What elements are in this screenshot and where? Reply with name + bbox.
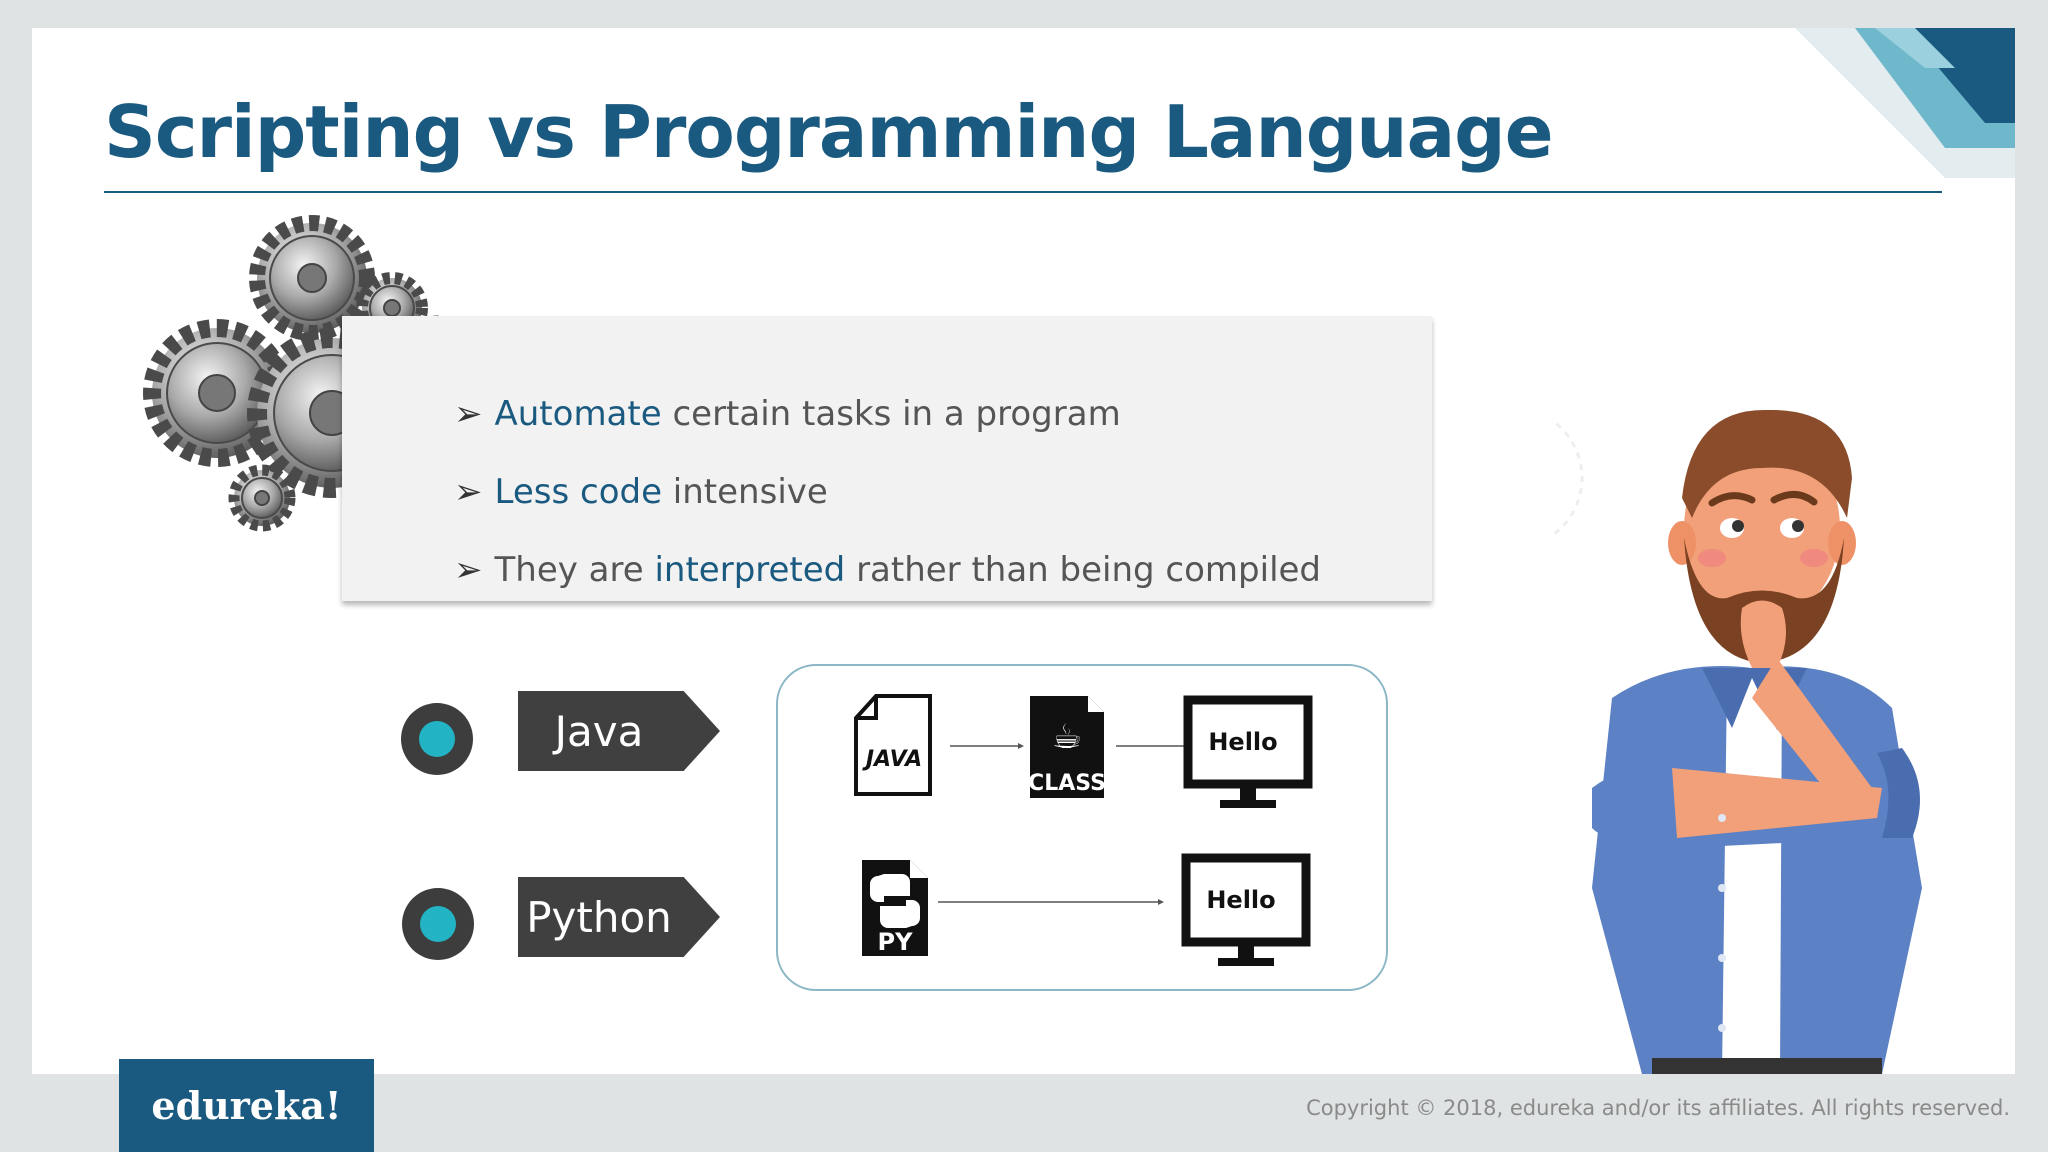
corner-decoration [1795,28,2015,178]
arrow-bullet-icon: ➢ [454,472,483,512]
page-title: Scripting vs Programming Language [104,90,1554,174]
svg-text:JAVA: JAVA [862,747,922,772]
bullet-automate: ➢Automate certain tasks in a program [454,394,1121,434]
java-bullet-dot [401,703,473,775]
java-file-icon: JAVA [854,694,932,796]
copyright-text: Copyright © 2018, edureka and/or its aff… [1306,1096,2010,1120]
bullet-less-code: ➢Less code intensive [454,472,828,512]
svg-text:☕: ☕ [1052,717,1082,757]
title-underline [104,191,1942,193]
python-label-tag: Python [518,877,720,957]
python-bullet-dot [402,888,474,960]
svg-text:Hello: Hello [1208,728,1277,756]
svg-text:Hello: Hello [1206,886,1275,914]
thinking-man-illustration [1552,409,1922,1074]
java-label-tag: Java [518,691,720,771]
svg-text:CLASS: CLASS [1028,771,1106,796]
monitor-icon: Hello [1183,695,1313,808]
execution-flow-box: JAVA ☕ CLASS Hello [776,664,1388,991]
arrow-bullet-icon: ➢ [454,550,483,590]
python-file-icon: PY [862,860,928,956]
svg-text:PY: PY [878,928,914,956]
bullet-interpreted: ➢They are interpreted rather than being … [454,550,1322,590]
slide: Scripting vs Programming Language [32,28,2015,1074]
definition-box: ➢Automate certain tasks in a program ➢Le… [342,316,1432,601]
edureka-logo: edureka! [119,1059,374,1152]
class-file-icon: ☕ CLASS [1028,696,1106,798]
monitor-icon: Hello [1181,853,1311,966]
arrow-bullet-icon: ➢ [454,394,483,434]
